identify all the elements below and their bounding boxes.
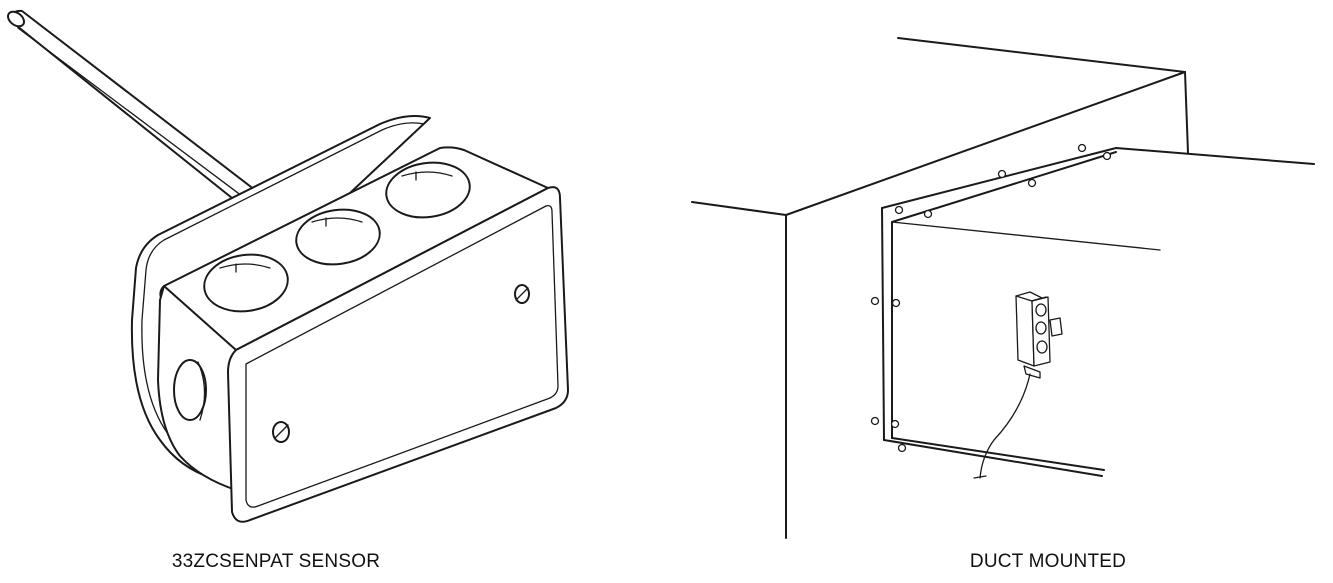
- cover-plate: [227, 186, 569, 523]
- cover-screw-top: [514, 284, 530, 304]
- panel-screws: [870, 143, 1112, 453]
- cover-screw-bottom: [272, 421, 290, 443]
- duct-figure: DUCT MOUNTED: [666, 0, 1333, 583]
- sensor-illustration: [7, 9, 569, 523]
- knockout-holes: [203, 161, 471, 313]
- duct-outline: [691, 37, 1315, 539]
- duct-caption: DUCT MOUNTED: [969, 551, 1127, 572]
- mounted-sensor: [973, 291, 1063, 479]
- duct-illustration: [691, 37, 1315, 539]
- sensor-caption: 33ZCSENPAT SENSOR: [171, 551, 381, 572]
- sensor-figure: 33ZCSENPAT SENSOR: [0, 0, 666, 583]
- probe-tube: [7, 9, 269, 215]
